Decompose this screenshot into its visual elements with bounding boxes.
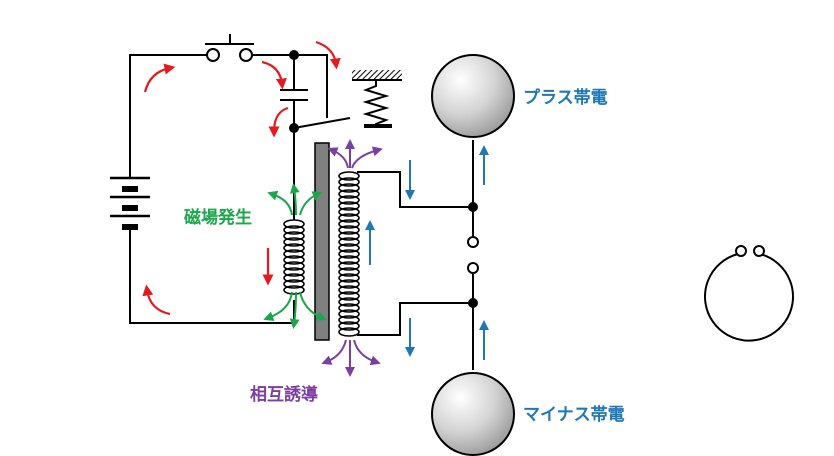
coil-turn <box>283 255 305 265</box>
coil-turn <box>338 279 360 289</box>
coil-turn <box>283 261 305 271</box>
field-arrows <box>263 183 327 329</box>
coil-turn <box>338 285 360 295</box>
plus-sphere <box>431 54 515 138</box>
coil-turn <box>338 219 360 229</box>
coil-turn <box>283 267 305 277</box>
coil-turn <box>338 183 360 193</box>
coil-turn <box>338 237 360 247</box>
coil-turn <box>283 243 305 253</box>
push-switch <box>205 34 254 62</box>
coil-turn <box>283 237 305 247</box>
junction-node <box>289 123 299 133</box>
coil-turn <box>283 279 305 289</box>
coil-turn <box>338 171 360 181</box>
junction-node <box>289 50 299 60</box>
junction-node <box>468 202 478 212</box>
coil-turn <box>338 327 360 337</box>
coil-turn <box>338 261 360 271</box>
coil-turn <box>338 315 360 325</box>
capacitor <box>280 89 308 101</box>
coil-turn <box>338 213 360 223</box>
spark-gap-terminal <box>467 236 479 248</box>
coil-turn <box>283 285 305 295</box>
coil-turn <box>338 255 360 265</box>
spark-gap-terminal <box>467 262 479 274</box>
secondary-coil <box>338 171 360 337</box>
coil-turn <box>338 201 360 211</box>
coil-turn <box>338 189 360 199</box>
primary-circuit <box>129 54 351 324</box>
ring-symbol <box>704 245 794 342</box>
coil-turn <box>338 297 360 307</box>
coil-turn <box>338 249 360 259</box>
minus-sphere <box>431 372 515 456</box>
coil-turn <box>338 303 360 313</box>
coil-turn <box>338 243 360 253</box>
current-arrows <box>142 40 341 316</box>
iron-core <box>314 142 330 341</box>
secondary-circuit <box>357 140 474 370</box>
coil-turn <box>283 219 305 229</box>
coil-turn <box>338 321 360 331</box>
coil-turn <box>283 231 305 241</box>
plus-charge-label: プラス帯電 <box>523 87 608 108</box>
coil-turn <box>283 249 305 259</box>
coil-turn <box>338 225 360 235</box>
coil-turn <box>338 309 360 319</box>
coil-turn <box>283 225 305 235</box>
junction-node <box>468 298 478 308</box>
spring-contact <box>352 70 402 128</box>
minus-charge-label: マイナス帯電 <box>523 404 625 425</box>
coil-turn <box>338 273 360 283</box>
coil-turn <box>338 177 360 187</box>
coil-turn <box>338 267 360 277</box>
mutual-induction-label: 相互誘導 <box>250 384 318 405</box>
coil-turn <box>283 273 305 283</box>
coil-turn <box>338 207 360 217</box>
coil-turn <box>338 291 360 301</box>
charge-arrows <box>365 145 489 360</box>
coil-turn <box>338 195 360 205</box>
induction-arrows <box>321 139 383 377</box>
magnetic-field-label: 磁場発生 <box>184 207 252 228</box>
coil-turn <box>338 231 360 241</box>
battery <box>110 176 150 230</box>
primary-coil <box>283 219 305 295</box>
